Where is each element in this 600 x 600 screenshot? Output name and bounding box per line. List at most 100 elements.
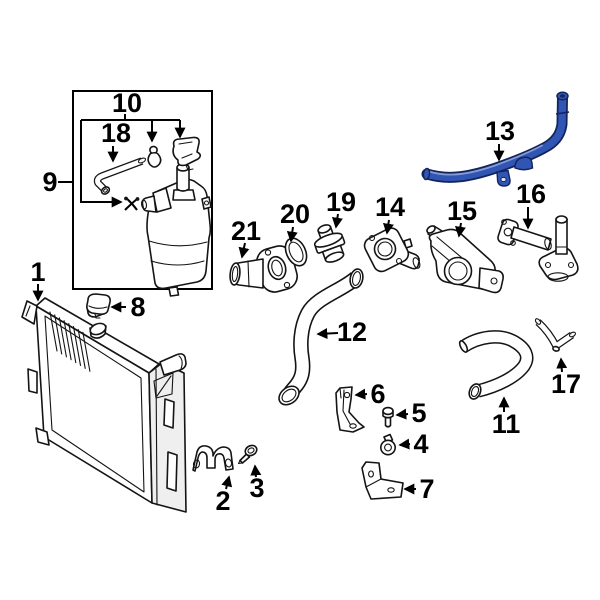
bolt-hole	[349, 423, 357, 429]
part-7-support-bracket	[361, 461, 404, 500]
detail-line	[339, 387, 342, 399]
detail-line	[155, 368, 158, 506]
base-foot	[547, 272, 569, 282]
tube-bore	[103, 188, 108, 193]
part-17-branch-hose	[534, 318, 576, 352]
leader-3	[250, 464, 262, 478]
clamp-grip	[135, 197, 140, 201]
part-6-mount-bracket	[335, 386, 365, 433]
detail-line	[156, 375, 172, 397]
pipe-opening	[412, 257, 421, 269]
tank-ear	[201, 196, 212, 210]
callout-21: 21	[231, 216, 261, 246]
detail-line	[247, 260, 250, 288]
bracket-body	[192, 445, 234, 472]
leader-5	[395, 408, 409, 420]
part-2-support-bracket	[192, 445, 234, 472]
reservoir-tank	[140, 163, 212, 297]
cap-body	[86, 293, 111, 315]
bolt-hole	[283, 281, 291, 289]
side-tank-slot	[166, 451, 178, 492]
part-11-water-hose	[458, 330, 534, 400]
pin-head	[244, 444, 258, 457]
bolt-hole	[203, 200, 210, 206]
bolt-hole	[501, 219, 507, 225]
tube-end	[458, 340, 469, 353]
bolt-hole	[192, 459, 201, 469]
bolt-hole	[387, 487, 395, 493]
tube-bore	[281, 388, 297, 403]
callout-7: 7	[419, 474, 434, 504]
detail-line	[178, 355, 183, 370]
boss-bore	[448, 261, 468, 281]
pipe-opening	[555, 215, 568, 224]
callout-8: 8	[130, 292, 145, 322]
tank-spout	[141, 195, 157, 213]
clip-ring	[379, 439, 396, 456]
pipe-bore	[559, 94, 566, 98]
part-15-outlet-housing	[426, 225, 504, 294]
pipe-saddle-clamp	[514, 156, 534, 171]
tube-bore	[470, 385, 480, 398]
detail-line	[88, 305, 108, 309]
reservoir-cap	[172, 136, 202, 171]
detail-line	[555, 111, 570, 115]
stand-pipe	[555, 218, 568, 255]
leader-10-clamp	[80, 120, 123, 208]
pipe-bore	[231, 265, 239, 283]
thermostat-top-face	[317, 224, 332, 234]
callout-18: 18	[101, 118, 131, 148]
callout-4: 4	[413, 429, 428, 459]
bend-line	[365, 478, 382, 488]
part-8-radiator-cap	[86, 293, 111, 319]
callout-9: 9	[42, 167, 57, 197]
callout-numbers: 1 2 3 4 5 6 7 8 9 10 11 12 13 14 15 16 1…	[30, 88, 581, 516]
callout-3: 3	[249, 473, 264, 503]
radiator-fins	[49, 311, 91, 372]
callout-5: 5	[411, 398, 426, 428]
callout-11: 11	[492, 409, 521, 439]
cap-body	[172, 136, 202, 167]
tube-end	[137, 157, 147, 164]
tube-end	[569, 331, 576, 338]
leader-6	[354, 388, 368, 400]
flange-bore	[377, 241, 393, 257]
detail-line	[247, 447, 255, 454]
side-tank-gusset	[153, 372, 174, 399]
tube-bore	[460, 331, 532, 397]
callout-13: 13	[485, 116, 515, 146]
leader-15	[454, 222, 466, 238]
grommet-body	[147, 151, 162, 168]
callout-14: 14	[375, 192, 405, 222]
clip-bore	[384, 443, 392, 452]
tube-bore	[95, 158, 143, 191]
thermostat-bottom	[324, 251, 345, 263]
callout-20: 20	[280, 199, 310, 229]
seam-line	[148, 240, 208, 247]
detail-line	[178, 141, 193, 145]
part-12-radiator-hose	[278, 268, 364, 406]
bolt-hole	[544, 261, 552, 269]
callout-1: 1	[30, 257, 45, 287]
tube-bore	[351, 271, 362, 286]
tube-end	[534, 318, 542, 325]
group-9-reservoir-assembly	[58, 90, 213, 297]
leader-19	[331, 213, 343, 229]
part-16-bypass-pipe	[497, 215, 579, 282]
leader-12	[316, 328, 339, 340]
leader-4	[398, 438, 411, 450]
cross-pipe	[510, 226, 552, 251]
leader-arrows	[32, 144, 568, 495]
part-3-support-pin	[237, 444, 258, 465]
part-13-bypass-pipe-highlighted	[421, 91, 570, 187]
side-tank-slot	[163, 398, 175, 429]
group-box	[72, 90, 213, 290]
leader-2	[221, 475, 233, 490]
detail-line	[181, 153, 193, 159]
side-tab	[27, 368, 38, 394]
bolt-head	[382, 406, 394, 416]
callout-2: 2	[215, 486, 230, 516]
part-14-water-outlet	[363, 227, 421, 273]
bolt-hole	[224, 458, 233, 468]
